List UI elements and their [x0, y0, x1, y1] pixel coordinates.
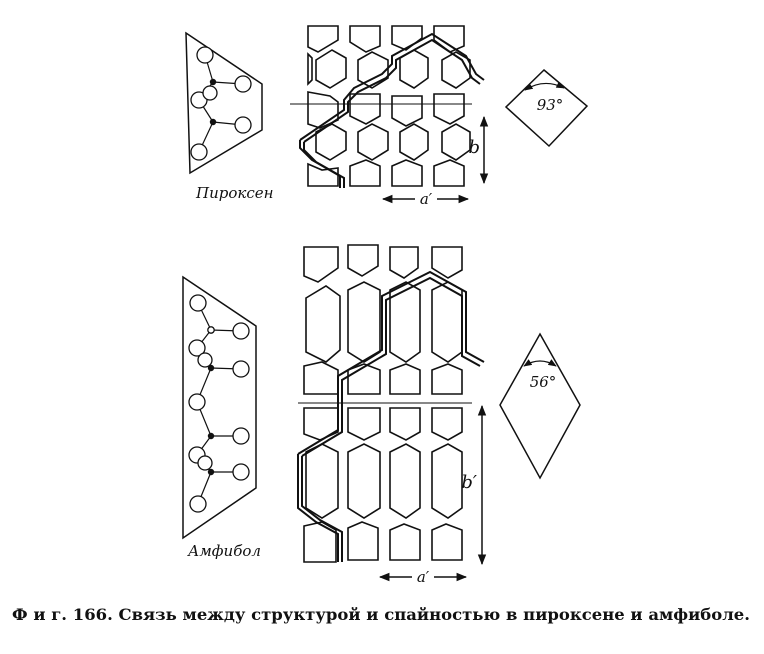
amphibole-panel: Амфибол: [182, 244, 581, 586]
figure-caption: Ф и г. 166. Связь между структурой и спа…: [12, 605, 750, 624]
amphibole-label: Амфибол: [187, 542, 261, 560]
pyroxene-b-label: b: [468, 137, 480, 158]
pyroxene-cleavage-trace: [299, 32, 485, 188]
amphibole-cleavage-trace: [297, 270, 485, 562]
amphibole-cell-network: [303, 244, 463, 563]
pyroxene-a-label: a′: [420, 190, 433, 208]
pyroxene-panel: Пироксен: [185, 25, 589, 208]
amphibole-a-label: a′: [417, 568, 430, 586]
pyroxene-angle-label: 93°: [537, 96, 564, 114]
amphibole-cleavage-rhombus: 56°: [499, 332, 581, 480]
pyroxene-chain-trapezoid: [185, 31, 263, 175]
pyroxene-cleavage-rhombus: 93°: [504, 68, 589, 148]
amphibole-angle-label: 56°: [530, 373, 557, 391]
pyroxene-cell-network: [307, 25, 471, 187]
pyroxene-label: Пироксен: [195, 184, 274, 202]
amphibole-b-label: b′: [461, 472, 477, 493]
amphibole-chain-trapezoid: [182, 275, 257, 540]
